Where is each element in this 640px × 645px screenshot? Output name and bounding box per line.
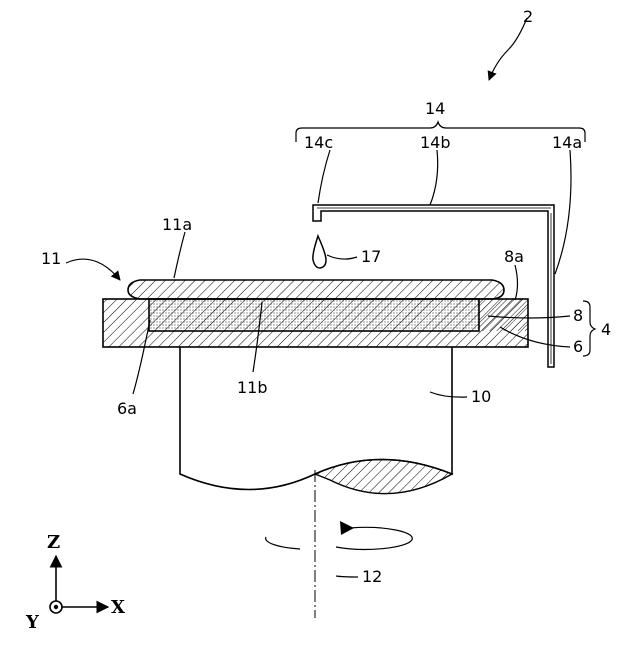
axis-label-x: X bbox=[111, 597, 125, 618]
coordinate-axes bbox=[50, 556, 108, 613]
label-14b: 14b bbox=[420, 133, 451, 152]
label-11a: 11a bbox=[162, 215, 192, 234]
label-11: 11 bbox=[41, 249, 61, 268]
brace-4 bbox=[583, 301, 595, 356]
droplet-17 bbox=[313, 236, 326, 268]
label-14a: 14a bbox=[552, 133, 582, 152]
label-17: 17 bbox=[361, 247, 381, 266]
label-2: 2 bbox=[523, 7, 533, 26]
wafer-11 bbox=[128, 280, 504, 299]
porous-plate-8 bbox=[149, 299, 528, 331]
label-10: 10 bbox=[471, 387, 491, 406]
label-11b: 11b bbox=[237, 378, 268, 397]
label-12: 12 bbox=[362, 567, 382, 586]
rotation-arrow bbox=[266, 521, 413, 549]
label-6a: 6a bbox=[117, 399, 137, 418]
label-4: 4 bbox=[601, 320, 611, 339]
label-14: 14 bbox=[425, 99, 445, 118]
label-6: 6 bbox=[573, 337, 583, 356]
label-14c: 14c bbox=[304, 133, 333, 152]
spindle-10 bbox=[180, 347, 452, 494]
label-8: 8 bbox=[573, 306, 583, 325]
axis-label-z: Z bbox=[47, 532, 60, 553]
axis-label-y: Y bbox=[25, 612, 40, 633]
label-8a: 8a bbox=[504, 247, 524, 266]
